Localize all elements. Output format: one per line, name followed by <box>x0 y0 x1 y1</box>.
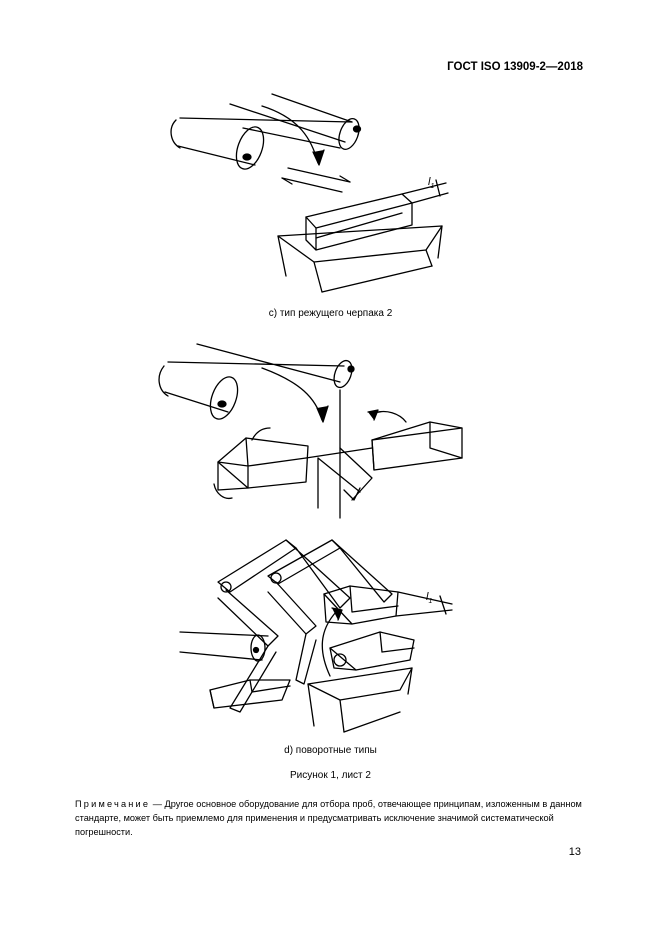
caption-panel-c: c) тип режущего черпака 2 <box>268 308 393 319</box>
drawing-rotary-type-a <box>158 343 463 519</box>
note-paragraph: Примечание — Другое основное оборудовани… <box>75 797 587 839</box>
note-text: — Другое основное оборудование для отбор… <box>75 799 582 837</box>
dimension-label-c: l1 <box>428 176 435 191</box>
dimension-label-d: l1 <box>426 591 433 606</box>
figure-caption: Рисунок 1, лист 2 <box>290 770 371 781</box>
caption-panel-d: d) поворотные типы <box>284 745 377 756</box>
drawing-rotary-type-b <box>179 539 453 733</box>
note-label: Примечание <box>75 799 151 809</box>
page-number: 13 <box>568 846 581 858</box>
document-header: ГОСТ ISO 13909-2—2018 <box>447 61 583 73</box>
drawing-cutter-type-2 <box>170 93 449 293</box>
